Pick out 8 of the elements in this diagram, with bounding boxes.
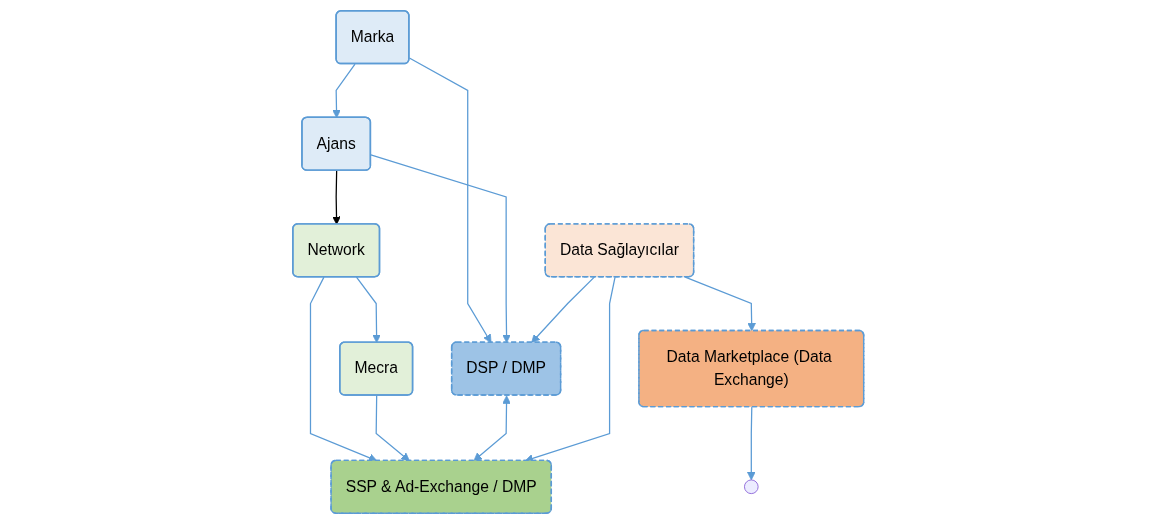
process-box: DSP / DMP bbox=[450, 341, 562, 396]
process-box: Network bbox=[291, 223, 380, 278]
process-box: Data Sağlayıcılar bbox=[544, 223, 695, 278]
process-box: Ajans bbox=[300, 116, 371, 171]
process-box: Data Marketplace (Data Exchange) bbox=[637, 329, 865, 408]
process-box: SSP & Ad-Exchange / DMP bbox=[330, 459, 552, 514]
process-box: Mecra bbox=[338, 341, 414, 396]
process-box: Marka bbox=[335, 10, 410, 65]
